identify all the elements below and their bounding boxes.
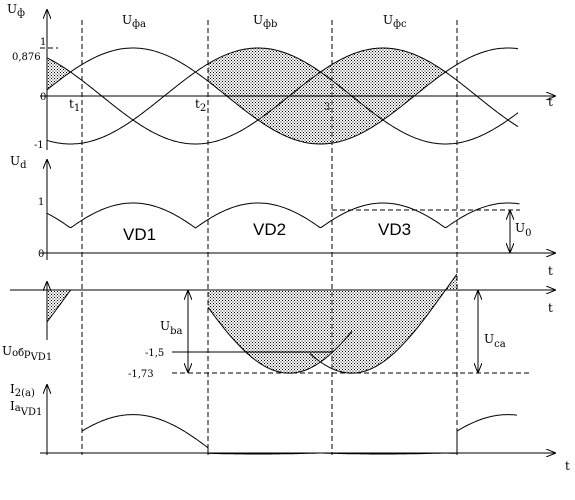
t1-label: t1 xyxy=(69,97,80,114)
phase-b-curve xyxy=(46,47,519,145)
phase-a-curve xyxy=(46,47,519,145)
phase-tick-0876: 0,876 xyxy=(12,52,41,63)
uca-curve xyxy=(309,273,458,374)
ud-tick-1: 1 xyxy=(38,197,44,208)
reverse-shaded-region xyxy=(47,274,457,374)
phase-tick-neg1: -1 xyxy=(34,140,44,151)
phase-b-label: Uфb xyxy=(253,13,277,30)
phase-a-label: Uфa xyxy=(122,13,146,30)
uba-label: Uba xyxy=(160,319,183,337)
tick-neg15: -1,5 xyxy=(145,348,164,359)
t3-label: 3 xyxy=(324,102,330,113)
ia-t-axis-label: t xyxy=(565,459,570,473)
rev-y-axis-label: UобрVD1 xyxy=(2,344,52,363)
phase-y-axis-label: Uф xyxy=(7,2,25,19)
ud-tick-0: 0 xyxy=(38,249,44,260)
i2-label: I2(a) xyxy=(10,382,35,399)
phase-t-axis-label: t xyxy=(548,95,553,109)
vd2-label: VD2 xyxy=(253,220,286,239)
diode-current-panel: I2(a) IaVD1 t xyxy=(10,382,570,473)
rectified-voltage-panel: Ud 1 0 t VD1 VD2 VD3 U0 xyxy=(10,154,555,278)
u0-label: U0 xyxy=(515,221,532,239)
tick-neg173: -1,73 xyxy=(128,369,154,380)
phase-tick-1: 1 xyxy=(40,37,46,48)
ud-curve xyxy=(46,202,520,229)
t2-label: t2 xyxy=(195,97,206,114)
ia-curve xyxy=(81,414,518,455)
ia-label: IaVD1 xyxy=(10,399,42,418)
ud-y-axis-label: Ud xyxy=(10,154,27,171)
vd3-label: VD3 xyxy=(378,220,411,239)
phase-c-label: Uфc xyxy=(383,13,407,30)
phase-tick-0: 0 xyxy=(40,92,46,103)
uba-curve xyxy=(207,307,353,374)
phase-c-curve xyxy=(46,47,519,145)
uca-label: Uca xyxy=(484,332,506,350)
vd1-label: VD1 xyxy=(123,225,156,244)
phase-voltage-panel: Uф 1 0,876 0 -1 t Uфa Uфb Uфc t1 t2 3 xyxy=(7,2,555,151)
reverse-voltage-panel: t UобрVD1 Uba Uca -1,5 -1,73 xyxy=(2,273,555,380)
ud-t-axis-label: t xyxy=(548,264,553,278)
rev-t-axis-label: t xyxy=(548,301,553,315)
